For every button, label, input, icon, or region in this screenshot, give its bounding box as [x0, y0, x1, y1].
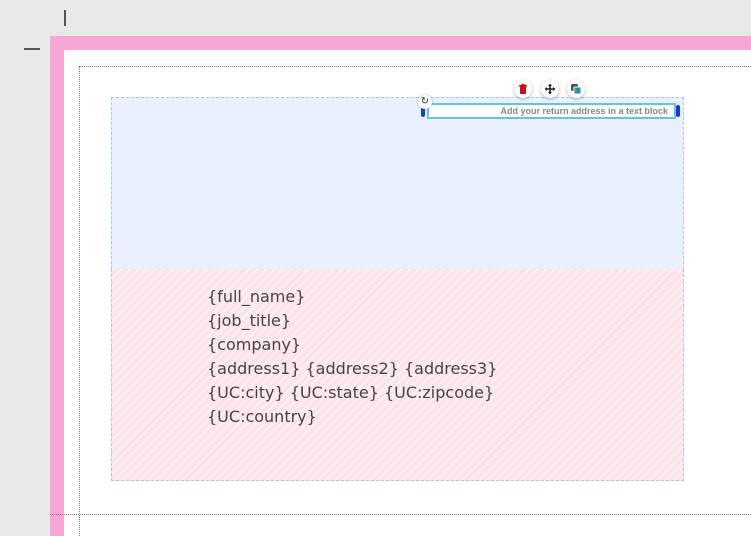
resize-handle-right[interactable]	[676, 105, 680, 117]
duplicate-button[interactable]	[567, 80, 585, 98]
safe-area-guide-left	[79, 66, 80, 536]
text-block-placeholder: Add your return address in a text block	[500, 106, 668, 116]
recipient-address-block[interactable]: {full_name} {job_title} {company} {addre…	[207, 285, 497, 429]
delete-button[interactable]	[514, 80, 532, 98]
return-address-text-block[interactable]: Add your return address in a text block	[427, 103, 676, 119]
address-line-full-name: {full_name}	[207, 287, 306, 306]
safe-area-guide-top	[79, 66, 751, 67]
return-address-zone[interactable]	[111, 97, 684, 269]
address-line-job-title: {job_title}	[207, 311, 292, 330]
rotate-icon[interactable]: ↻	[418, 95, 432, 109]
move-arrows-icon	[544, 83, 556, 95]
recipient-address-zone[interactable]	[111, 269, 684, 481]
vertical-ruler-mark	[64, 10, 66, 26]
resize-handle-left[interactable]	[421, 105, 425, 117]
duplicate-icon	[571, 84, 582, 95]
trash-icon	[519, 83, 527, 94]
address-line-country: {UC:country}	[207, 407, 317, 426]
safe-area-guide-bottom	[50, 514, 751, 515]
address-line-company: {company}	[207, 335, 302, 354]
address-line-street: {address1} {address2} {address3}	[207, 359, 498, 378]
horizontal-ruler-mark	[24, 48, 40, 50]
address-line-city-state-zip: {UC:city} {UC:state} {UC:zipcode}	[207, 383, 495, 402]
move-button[interactable]	[541, 80, 559, 98]
